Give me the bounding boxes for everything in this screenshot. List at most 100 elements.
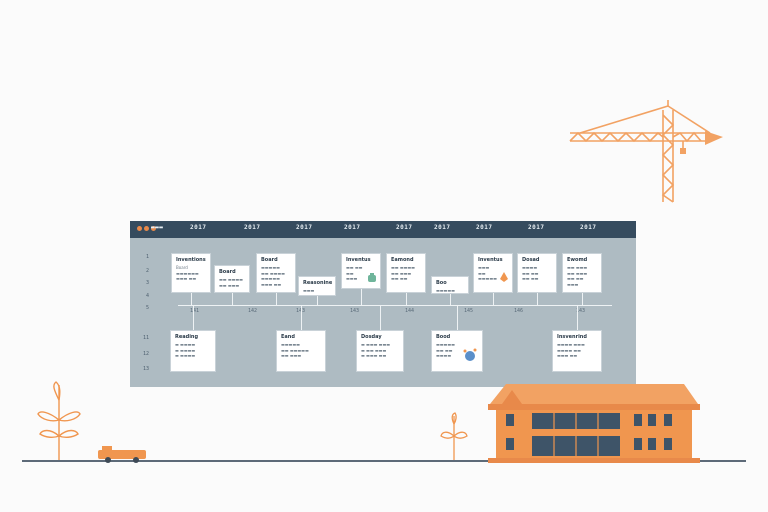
card-connector [361,289,362,305]
timeline-tick: 142 [248,308,258,314]
card-line: ▬▬ ▬▬▬▬ [261,270,285,276]
card-connector [276,293,277,305]
card-line: ▬▬ ▬▬ [391,276,408,281]
card-line: ▬▬▬▬ [436,353,452,358]
timeline-tick: 143 [576,308,586,314]
timeline-tick: 145 [464,308,474,314]
card-title: Bood [436,334,451,340]
timeline-tick: 146 [514,308,524,314]
card-line: ▬▬▬ [567,281,579,287]
card-title: Reasonine [303,280,333,286]
row-number: 4 [146,293,150,299]
ground-line [22,460,746,462]
timeline-card[interactable]: Reasonine ▬▬▬ [298,276,336,296]
row-number: 12 [143,351,150,357]
card-connector [191,293,192,305]
header-year-label: 2017 [190,224,207,231]
building-icon [488,384,700,463]
header-year-label: 2017 [244,224,261,231]
card-connector [406,293,407,305]
card-line: ▬▬▬▬▬ [261,265,280,270]
timeline-card[interactable]: Board▬▬ ▬▬▬▬▬▬ ▬▬▬ [214,265,250,293]
row-number: 11 [143,335,150,341]
card-line: ▬▬▬ [303,288,315,293]
card-connector [380,306,381,330]
card-line: ▬▬ ▬▬▬▬ [391,265,415,270]
card-line: ▬▬▬▬▬ [478,276,497,281]
timeline-card[interactable]: Dosday ▬ ▬▬▬ ▬▬▬▬ ▬▬ ▬▬▬▬ ▬▬▬ ▬▬ [356,330,404,372]
card-line: ▬▬ ▬▬▬▬▬ [281,347,309,353]
card-line: ▬▬ ▬▬ [346,265,363,270]
timeline-tick: 141 [190,308,200,314]
row-number: 2 [146,268,150,274]
card-line: ▬ ▬▬▬▬ [175,347,196,353]
card-line: ▬ ▬▬▬▬ [175,342,196,347]
card-line: ▬▬ ▬▬ [436,347,453,353]
header-dot [137,226,142,231]
timeline-card[interactable]: Eamond▬▬ ▬▬▬▬▬▬ ▬▬▬▬▬ ▬▬ [386,253,426,293]
header-dot [144,226,149,231]
header-dots [137,226,156,231]
card-line: ▬▬▬▬▬ [261,276,280,281]
card-line: ▬▬ ▬▬▬ [567,265,588,270]
card-title: Inventions [176,257,206,263]
card-title: Ewomd [567,257,588,263]
card-connector [317,296,318,305]
timeline-card[interactable]: Dosad▬▬▬▬▬▬ ▬▬▬▬ ▬▬ [517,253,557,293]
card-title: Reading [175,334,199,340]
card-line: ▬▬ ▬▬ [567,276,584,281]
card-connector [301,306,302,330]
card-title: Board [219,269,236,275]
card-line: ▬▬▬▬ ▬▬▬ [557,342,585,347]
timeline-card[interactable]: Eand▬▬▬▬▬▬▬ ▬▬▬▬▬▬▬ ▬▬▬ [276,330,326,372]
timeline-tick: 144 [405,308,415,314]
timeline-card[interactable]: Boo ▬▬▬▬▬ [431,276,469,294]
card-line: ▬▬ ▬▬ [522,270,539,276]
pin-icon [498,268,510,287]
timeline-card[interactable]: Inventus▬▬ ▬▬▬▬▬▬▬ [341,253,381,289]
timeline-card[interactable]: Bood ▬▬▬▬▬▬▬ ▬▬▬▬▬▬ [431,330,483,372]
card-title: Eamond [391,257,414,263]
card-line: ▬ ▬▬▬ ▬▬ [361,353,387,358]
timeline-card[interactable]: Insvenrind▬▬▬▬ ▬▬▬▬▬▬▬ ▬▬▬▬▬ ▬▬ [552,330,602,372]
timeline-card[interactable]: Ewomd▬▬ ▬▬▬▬▬ ▬▬▬▬▬ ▬▬▬▬▬ [562,253,602,293]
card-title: Dosday [361,334,382,340]
card-line: Board [176,265,188,270]
card-connector [582,293,583,305]
card-line: ▬▬ ▬▬▬▬ [219,277,243,282]
bag-icon [366,268,378,287]
timeline-axis [178,305,612,306]
header-dot [151,226,156,231]
card-connector [493,293,494,305]
card-line: ▬▬▬ ▬▬ [557,353,578,358]
timeline-card[interactable]: Board▬▬▬▬▬▬▬ ▬▬▬▬▬▬▬▬▬▬▬▬ ▬▬ [256,253,296,293]
card-line: ▬▬▬▬▬ [436,288,455,293]
card-line: ▬▬ ▬▬▬ [281,353,302,358]
card-line: ▬▬ [478,270,486,276]
car-icon [98,446,146,463]
card-connector [537,293,538,305]
header-year-label: 2017 [396,224,413,231]
timeline-tick: 143 [350,308,360,314]
card-line: ▬▬ ▬▬ [522,276,539,281]
card-line: ▬▬▬▬▬ [436,342,455,347]
card-line: ▬▬▬▬▬▬ [176,270,199,276]
cluster-icon [462,347,478,366]
card-line: ▬ ▬▬ ▬▬▬ [361,347,387,353]
card-line: ▬ ▬▬▬▬ [175,353,196,358]
card-title: Inventus [346,257,371,263]
card-line: ▬▬▬ [346,276,358,281]
timeline-card[interactable]: Reading▬ ▬▬▬▬▬ ▬▬▬▬▬ ▬▬▬▬ [170,330,216,372]
row-number: 13 [143,366,150,372]
card-connector [450,294,451,305]
header-year-label: 2017 [434,224,451,231]
card-line: ▬▬▬ ▬▬ [176,276,197,281]
timeline-card[interactable]: Inventus▬▬▬▬▬▬▬▬▬▬ [473,253,513,293]
card-title: Boo [436,280,447,286]
card-line: ▬▬▬ [478,265,490,270]
card-line: ▬ ▬▬▬ ▬▬▬ [361,342,390,347]
